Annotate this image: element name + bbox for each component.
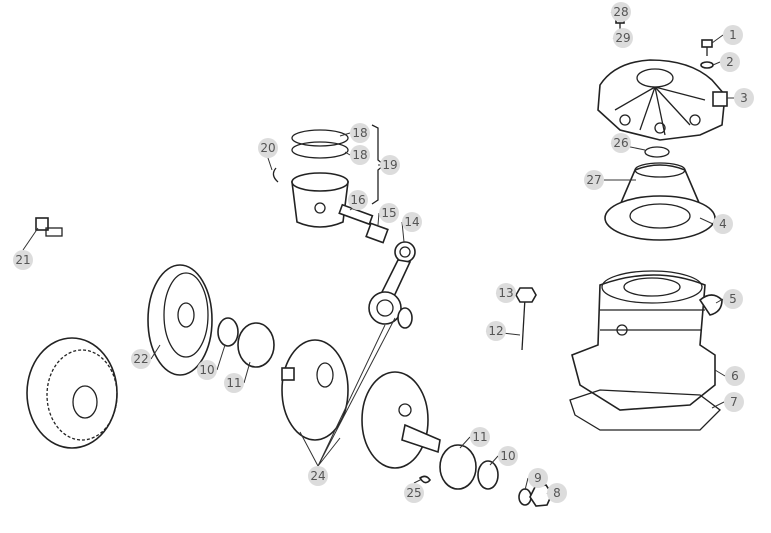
- callout-22: 22: [131, 349, 151, 369]
- svg-text:2: 2: [726, 55, 734, 69]
- callout-19: 19: [380, 155, 400, 175]
- callout-18-lower: 18: [350, 145, 370, 165]
- seal-10-right: [477, 460, 499, 490]
- callout-14: 14: [402, 212, 422, 232]
- circlip-20: [272, 167, 279, 183]
- callout-16: 16: [348, 190, 368, 210]
- callout-3: 3: [734, 88, 754, 108]
- callout-5: 5: [723, 289, 743, 309]
- svg-text:22: 22: [133, 352, 148, 366]
- svg-text:11: 11: [226, 376, 241, 390]
- svg-text:5: 5: [729, 292, 737, 306]
- svg-text:18: 18: [352, 148, 367, 162]
- gasket-4: [604, 195, 716, 241]
- callout-12: 12: [486, 321, 506, 341]
- piston: [291, 172, 349, 228]
- crankshaft-right: [361, 371, 441, 469]
- svg-text:6: 6: [731, 369, 739, 383]
- washer-2: [700, 61, 714, 69]
- callout-11-right: 11: [470, 427, 490, 447]
- svg-text:21: 21: [15, 253, 30, 267]
- callout-18-upper: 18: [350, 123, 370, 143]
- svg-text:26: 26: [613, 136, 628, 150]
- crankshaft-left: [281, 339, 349, 441]
- callout-11-left: 11: [224, 373, 244, 393]
- callout-20: 20: [258, 138, 278, 158]
- needle-bearing-15: [365, 222, 389, 244]
- callout-21: 21: [13, 250, 33, 270]
- stud-12: [521, 297, 526, 351]
- cylinder-6: [571, 270, 716, 411]
- svg-text:9: 9: [534, 471, 542, 485]
- svg-text:25: 25: [406, 486, 421, 500]
- svg-text:4: 4: [719, 217, 727, 231]
- svg-text:12: 12: [488, 324, 503, 338]
- svg-text:7: 7: [730, 395, 738, 409]
- callout-27: 27: [584, 170, 604, 190]
- seal-10-left: [217, 317, 239, 347]
- callout-7: 7: [724, 392, 744, 412]
- svg-text:24: 24: [310, 469, 325, 483]
- callout-24: 24: [308, 466, 328, 486]
- svg-text:8: 8: [553, 486, 561, 500]
- svg-text:10: 10: [199, 363, 214, 377]
- base-gasket-7: [569, 389, 721, 431]
- nut-8: [529, 484, 553, 507]
- callout-1: 1: [723, 25, 743, 45]
- svg-text:13: 13: [498, 286, 513, 300]
- bearing-11-left: [237, 322, 275, 368]
- svg-text:11: 11: [472, 430, 487, 444]
- bearing-11-right: [439, 444, 477, 490]
- svg-text:10: 10: [500, 449, 515, 463]
- svg-text:20: 20: [260, 141, 275, 155]
- callout-9: 9: [528, 468, 548, 488]
- cylinder-head: [597, 59, 728, 141]
- callout-29: 29: [613, 28, 633, 48]
- callout-4: 4: [713, 214, 733, 234]
- callout-13: 13: [496, 283, 516, 303]
- piston-ring-upper: [291, 129, 349, 147]
- callout-8: 8: [547, 483, 567, 503]
- callout-15: 15: [379, 203, 399, 223]
- svg-text:18: 18: [352, 126, 367, 140]
- callout-28: 28: [611, 2, 631, 22]
- svg-text:29: 29: [615, 31, 630, 45]
- svg-text:1: 1: [729, 28, 737, 42]
- callout-25: 25: [404, 483, 424, 503]
- connecting-rod-14: [368, 241, 416, 329]
- nut-13: [515, 287, 537, 303]
- clutch-basket: [26, 337, 118, 449]
- callout-2: 2: [720, 52, 740, 72]
- svg-text:28: 28: [613, 5, 628, 19]
- svg-text:19: 19: [382, 158, 397, 172]
- callout-10-right: 10: [498, 446, 518, 466]
- callout-10-left: 10: [197, 360, 217, 380]
- svg-text:27: 27: [586, 173, 601, 187]
- rotor-22: [147, 264, 213, 376]
- svg-text:16: 16: [350, 193, 365, 207]
- piston-pin-16: [338, 203, 374, 226]
- svg-text:3: 3: [740, 91, 748, 105]
- key-25: [418, 475, 431, 484]
- svg-text:15: 15: [381, 206, 396, 220]
- callout-6: 6: [725, 366, 745, 386]
- bolt-1: [701, 39, 713, 56]
- bolt-21: [35, 217, 63, 237]
- callout-26: 26: [611, 133, 631, 153]
- svg-text:14: 14: [404, 215, 419, 229]
- o-ring-26: [644, 146, 670, 158]
- piston-ring-lower: [291, 141, 349, 159]
